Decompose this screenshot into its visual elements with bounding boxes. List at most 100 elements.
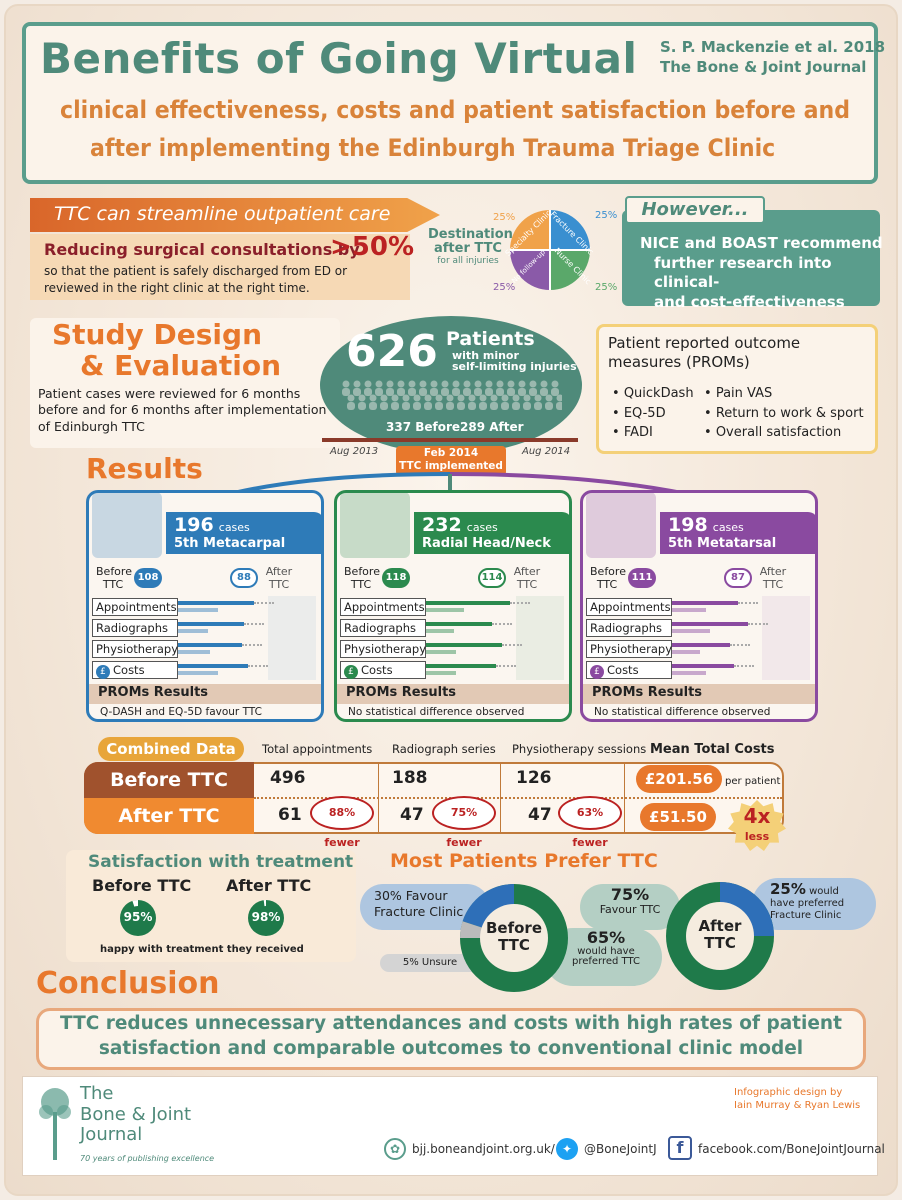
panel-bar-dots bbox=[242, 644, 262, 646]
panel-0-image bbox=[92, 492, 162, 558]
however-title: However... bbox=[625, 196, 765, 224]
panel-row-label: Appointments bbox=[340, 598, 426, 616]
panel-bar-before bbox=[426, 622, 492, 626]
pie-fracture bbox=[550, 210, 590, 250]
satisfaction-after-value: 98% bbox=[251, 910, 281, 924]
panel-bar-after bbox=[426, 608, 464, 612]
web-icon: ✿ bbox=[384, 1138, 406, 1160]
facebook-link[interactable]: facebook.com/BoneJointJournal bbox=[698, 1142, 885, 1156]
panel-bar-dots bbox=[734, 665, 754, 667]
panel-bar-after bbox=[178, 671, 218, 675]
patients-oval bbox=[320, 316, 582, 454]
panel-0-header: 196 cases 5th Metacarpal bbox=[166, 512, 324, 554]
combined-h4: Mean Total Costs bbox=[650, 742, 775, 757]
web-link[interactable]: bjj.boneandjoint.org.uk/ bbox=[412, 1142, 555, 1156]
destination-title: Destination after TTC for all injuries bbox=[428, 227, 513, 266]
panel-bar-before bbox=[426, 643, 502, 647]
panel-before-count: 108 bbox=[134, 568, 162, 588]
journal-tagline: 70 years of publishing excellence bbox=[80, 1154, 215, 1163]
panel-bar-dots bbox=[510, 602, 530, 604]
pct-specialty: 25% bbox=[493, 212, 516, 223]
panel-after-count: 87 bbox=[724, 568, 752, 588]
panel-bar-after bbox=[672, 608, 706, 612]
before-appts: 496 bbox=[270, 768, 306, 788]
panel-bar-before bbox=[672, 601, 738, 605]
panel-proms-text: No statistical difference observed bbox=[348, 706, 525, 718]
panel-proms-title: PROMs Results bbox=[98, 685, 209, 700]
reduce-value: >50% bbox=[330, 232, 415, 262]
pie-nofollow bbox=[510, 250, 550, 290]
panel-bar-after bbox=[672, 629, 710, 633]
twitter-link[interactable]: @BoneJointJ bbox=[584, 1142, 657, 1156]
proms-col2: • Pain VAS • Return to work & sport • Ov… bbox=[704, 386, 864, 440]
col-divider bbox=[624, 764, 625, 832]
panel-bar-after bbox=[672, 671, 706, 675]
patient-crowd bbox=[342, 380, 562, 410]
before-row-label: Before TTC bbox=[84, 762, 254, 798]
citation-journal: The Bone & Joint Journal bbox=[660, 58, 867, 76]
however-box bbox=[622, 210, 880, 306]
pct-nofollow: 25% bbox=[493, 282, 516, 293]
panel-bar-dots bbox=[248, 665, 268, 667]
panel-proms-title: PROMs Results bbox=[346, 685, 457, 700]
patients-after: 289 After bbox=[460, 420, 524, 434]
panel-bar-dots bbox=[254, 602, 274, 604]
col-divider bbox=[500, 764, 501, 832]
before-ttc-text: 65% would have preferred TTC bbox=[571, 928, 640, 968]
facebook-icon: f bbox=[668, 1136, 692, 1160]
panel-bar-after bbox=[178, 650, 210, 654]
prefer-title: Most Patients Prefer TTC bbox=[390, 850, 658, 872]
conclusion-text: TTC reduces unnecessary attendances and … bbox=[60, 1013, 842, 1059]
panel-bar-dots bbox=[502, 644, 522, 646]
row-divider bbox=[254, 797, 782, 799]
panel-bar-after bbox=[426, 650, 456, 654]
patients-before: 337 Before bbox=[386, 420, 461, 434]
panel-bar-before bbox=[178, 643, 242, 647]
four-x-less: less bbox=[744, 830, 770, 843]
panel-after-count: 88 bbox=[230, 568, 258, 588]
footer-box bbox=[22, 1076, 878, 1176]
panel-bar-after bbox=[672, 650, 700, 654]
journal-tree-logo bbox=[39, 1088, 71, 1160]
conclusion-title: Conclusion bbox=[36, 966, 220, 1001]
panel-bar-before bbox=[672, 664, 734, 668]
combined-h1: Total appointments bbox=[262, 742, 373, 756]
after-ttc-pill bbox=[580, 884, 680, 930]
panel-name: 5th Metatarsal bbox=[668, 536, 777, 551]
panel-bar-after bbox=[178, 629, 208, 633]
panel-row-label: Radiographs bbox=[340, 619, 426, 637]
panel-bar-after bbox=[426, 671, 456, 675]
after-physio: 47 bbox=[528, 805, 552, 825]
reduce-label: Reducing surgical consultations by bbox=[44, 240, 360, 259]
panel-proms-band bbox=[583, 684, 815, 704]
panel-row-label: Physiotherapy bbox=[92, 640, 178, 658]
satisfaction-box bbox=[66, 850, 356, 962]
panel-bar-before bbox=[426, 601, 510, 605]
col-divider bbox=[378, 764, 379, 832]
panel-row-label: £Costs bbox=[340, 661, 426, 679]
panel-row-label: £Costs bbox=[586, 661, 672, 679]
after-ttc-text: 75% Favour TTC bbox=[599, 885, 661, 916]
panel-row-label: Physiotherapy bbox=[340, 640, 426, 658]
panel-bar-after bbox=[426, 629, 454, 633]
panel-bar-before bbox=[672, 622, 748, 626]
panel-1-header: 232 cases Radial Head/Neck bbox=[414, 512, 572, 554]
pct-nurse: 25% bbox=[595, 282, 618, 293]
panel-name: Radial Head/Neck bbox=[422, 536, 551, 551]
subtitle-line2: after implementing the Edinburgh Trauma … bbox=[90, 134, 776, 162]
proms-col1: • QuickDash • EQ-5D • FADI bbox=[612, 386, 694, 440]
ttc-banner-text: TTC can streamline outpatient care bbox=[54, 203, 391, 225]
panel-bar-before bbox=[178, 664, 248, 668]
pie-specialty bbox=[510, 210, 550, 250]
panel-cases: 232 bbox=[422, 514, 462, 536]
proms-item: Overall satisfaction bbox=[715, 425, 842, 440]
satisfaction-caption: happy with treatment they received bbox=[100, 944, 304, 955]
combined-h2: Radiograph series bbox=[392, 742, 496, 756]
panel-row-label: Physiotherapy bbox=[586, 640, 672, 658]
